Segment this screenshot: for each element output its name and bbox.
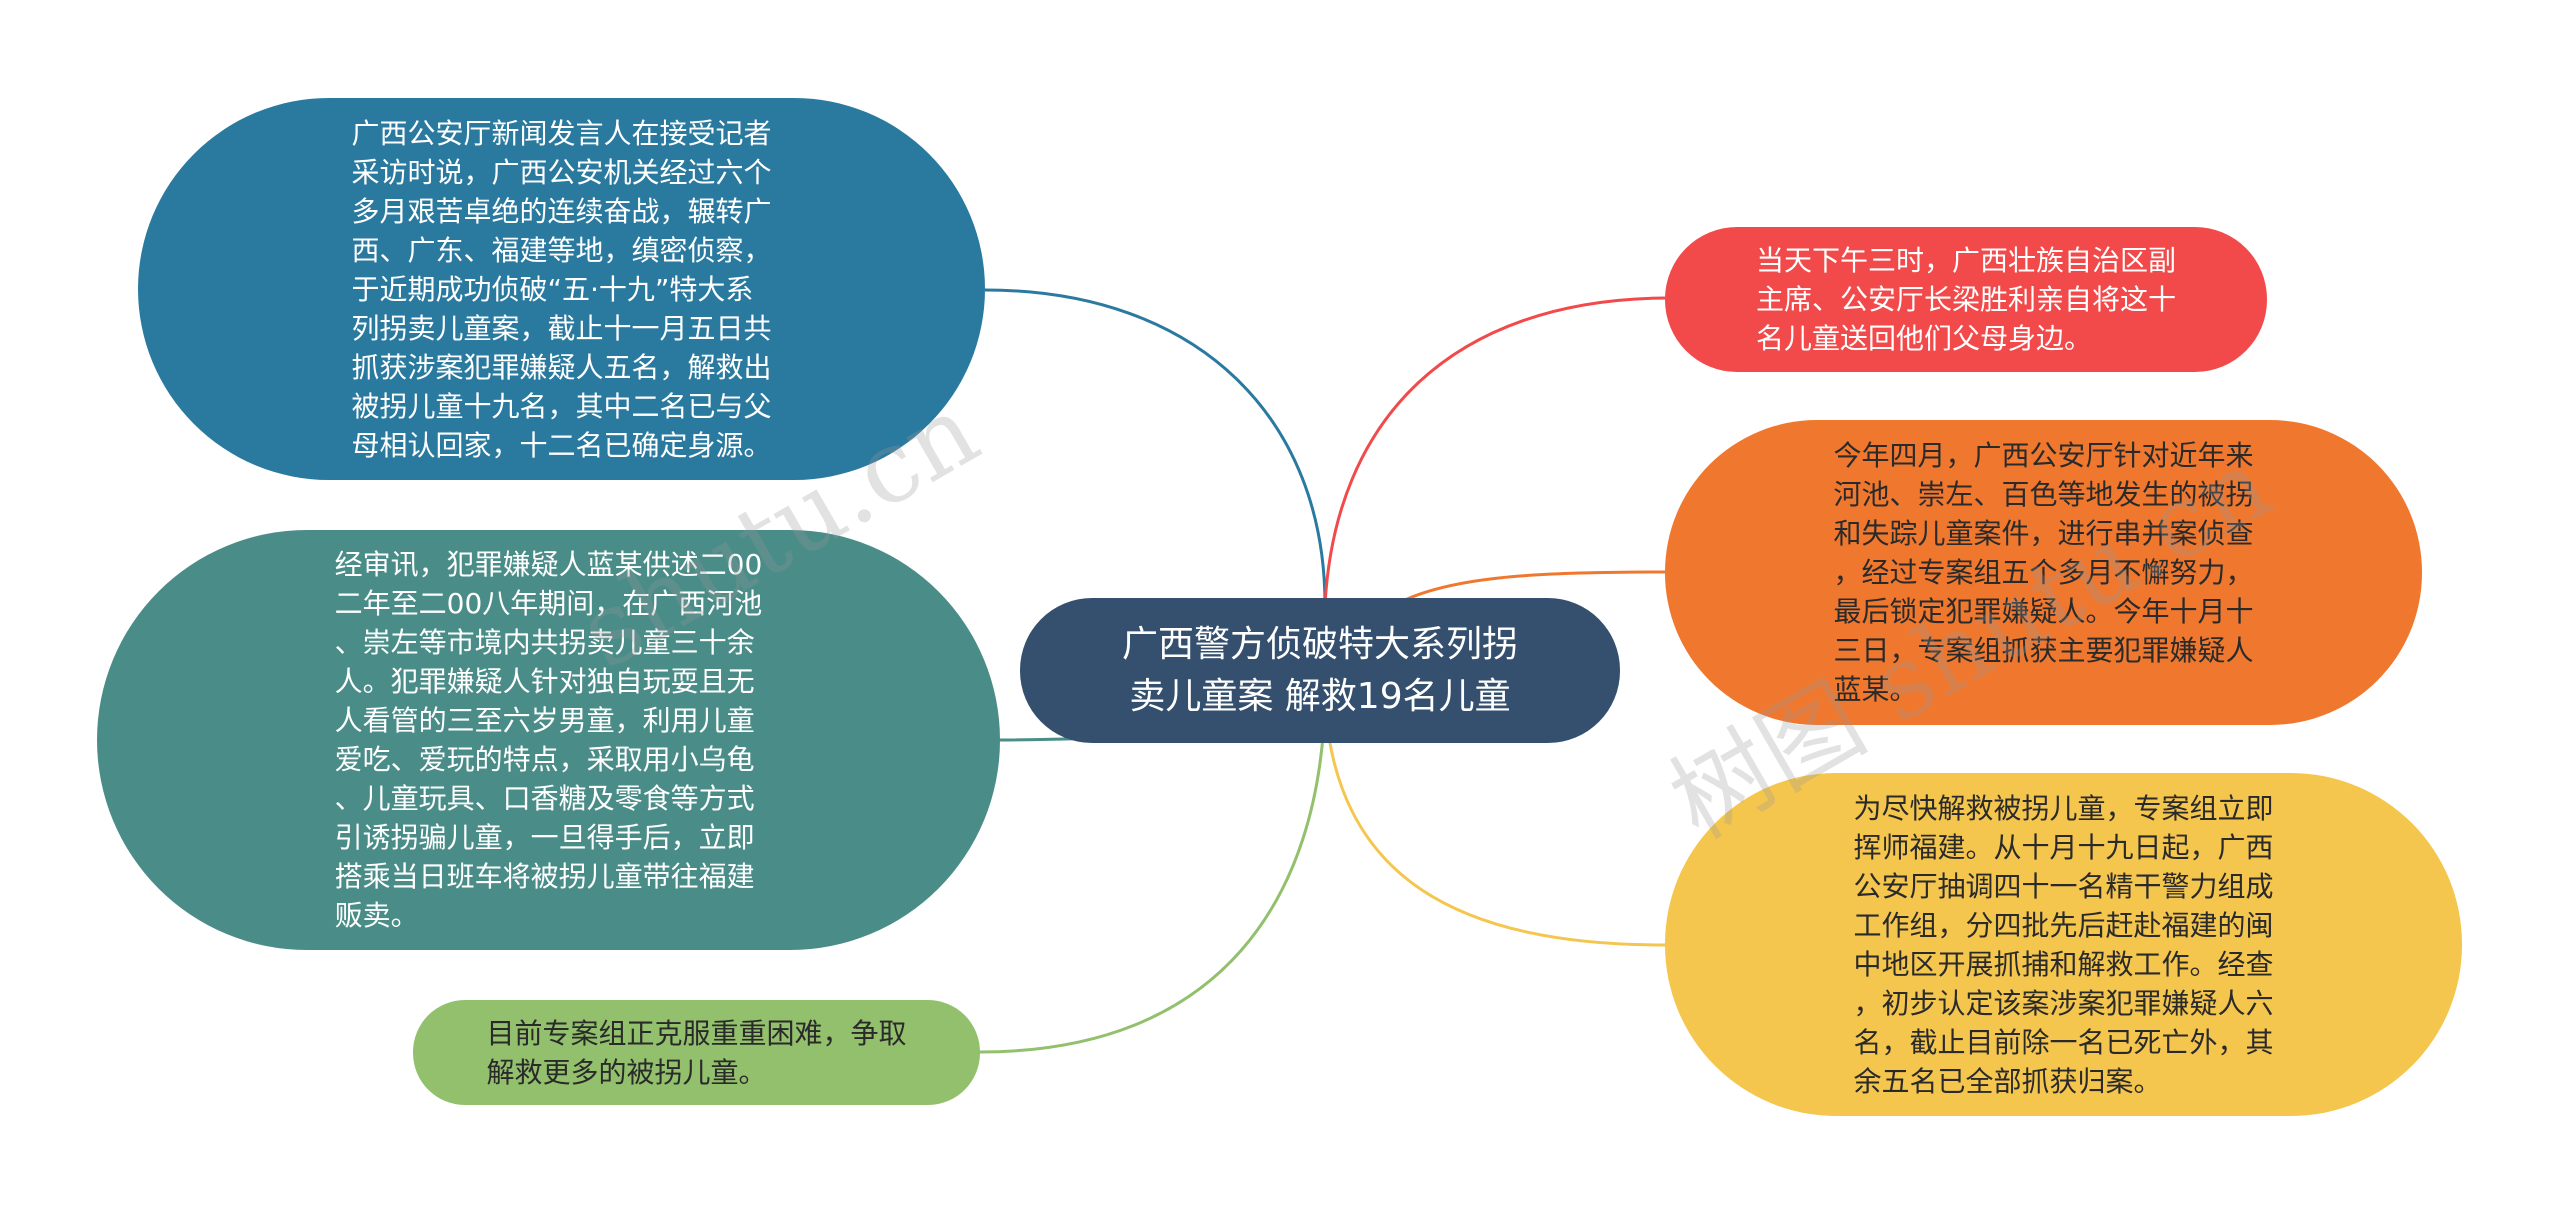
- topic-text-right-1: 当天下午三时，广西壮族自治区副 主席、公安厅长梁胜利亲自将这十 名儿童送回他们父…: [1755, 244, 2176, 355]
- topic-node-left-3[interactable]: 目前专案组正克服重重困难，争取 解救更多的被拐儿童。: [413, 1000, 980, 1105]
- topic-node-right-3[interactable]: 为尽快解救被拐儿童，专案组立即 挥师福建。从十月十九日起，广西 公安厅抽调四十一…: [1665, 773, 2462, 1116]
- connector-left-3: [979, 699, 1327, 1054]
- topic-node-right-1[interactable]: 当天下午三时，广西壮族自治区副 主席、公安厅长梁胜利亲自将这十 名儿童送回他们父…: [1665, 227, 2267, 372]
- topic-node-right-2[interactable]: 今年四月，广西公安厅针对近年来 河池、崇左、百色等地发生的被拐 和失踪儿童案件，…: [1665, 420, 2422, 725]
- topic-text-left-1: 广西公安厅新闻发言人在接受记者 采访时说，广西公安机关经过六个 多月艰苦卓绝的连…: [351, 116, 772, 462]
- connector-right-2: [1404, 570, 1666, 602]
- topic-text-right-3: 为尽快解救被拐儿童，专案组立即 挥师福建。从十月十九日起，广西 公安厅抽调四十一…: [1853, 791, 2274, 1098]
- topic-text-left-3: 目前专案组正克服重重困难，争取 解救更多的被拐儿童。: [486, 1016, 907, 1089]
- central-topic-text: 广西警方侦破特大系列拐 卖儿童案 解救19名儿童: [1121, 623, 1518, 717]
- connector-right-1: [1323, 296, 1666, 606]
- central-topic[interactable]: 广西警方侦破特大系列拐 卖儿童案 解救19名儿童: [1020, 598, 1620, 743]
- topic-node-left-1[interactable]: 广西公安厅新闻发言人在接受记者 采访时说，广西公安机关经过六个 多月艰苦卓绝的连…: [138, 98, 985, 480]
- topic-text-left-2: 经审讯，犯罪嫌疑人蓝某供述二00 二年至二00八年期间，在广西河池 、崇左等市境…: [334, 548, 763, 932]
- topic-node-left-2[interactable]: 经审讯，犯罪嫌疑人蓝某供述二00 二年至二00八年期间，在广西河池 、崇左等市境…: [97, 530, 1000, 950]
- topic-text-right-2: 今年四月，广西公安厅针对近年来 河池、崇左、百色等地发生的被拐 和失踪儿童案件，…: [1833, 439, 2254, 706]
- connector-left-1: [984, 288, 1327, 606]
- connector-right-3: [1323, 699, 1666, 947]
